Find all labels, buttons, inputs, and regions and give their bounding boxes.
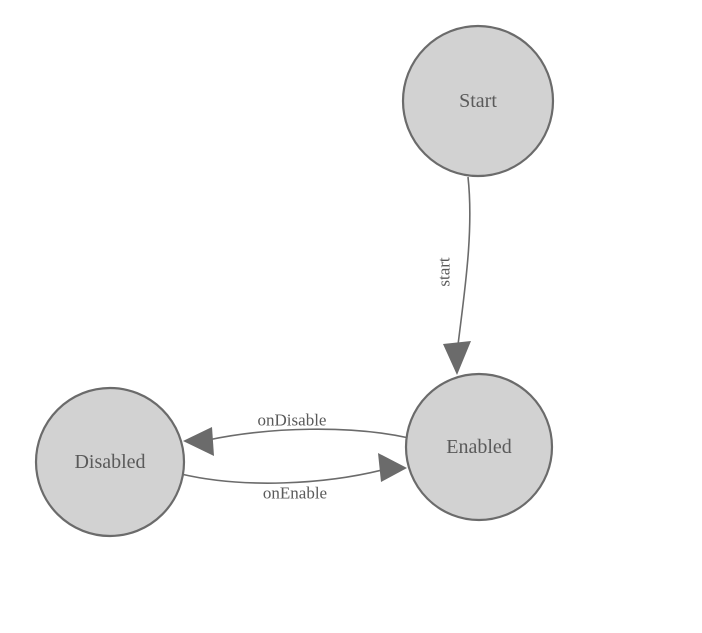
node-disabled-label: Disabled [74, 451, 145, 473]
edge-label-onenable: onEnable [263, 484, 327, 503]
node-start[interactable]: Start [401, 24, 555, 178]
edge-disabled-to-enabled-path [180, 469, 383, 484]
edge-start-to-enabled-path [457, 176, 471, 346]
edge-label-start: start [435, 257, 454, 287]
edge-enabled-to-disabled-path [207, 428, 410, 441]
arrowhead-right-icon [378, 453, 407, 482]
node-disabled-circle[interactable] [34, 386, 186, 538]
node-enabled[interactable]: Enabled [404, 372, 554, 522]
edge-label-ondisable: onDisable [258, 411, 327, 430]
edge-enabled-to-disabled[interactable]: onDisable [183, 411, 410, 457]
node-enabled-label: Enabled [446, 436, 512, 458]
arrowhead-down-icon [443, 341, 471, 375]
edge-disabled-to-enabled[interactable]: onEnable [180, 453, 407, 503]
node-start-label: Start [459, 90, 497, 112]
node-start-circle[interactable] [401, 24, 555, 178]
edge-start-to-enabled[interactable]: start [435, 176, 472, 375]
node-enabled-circle[interactable] [404, 372, 554, 522]
node-disabled[interactable]: Disabled [34, 386, 186, 538]
arrowhead-left-icon [183, 427, 214, 456]
